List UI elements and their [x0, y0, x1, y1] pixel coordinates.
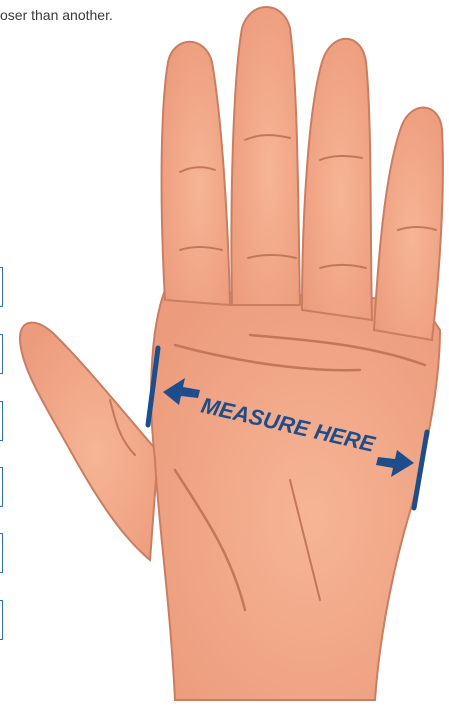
hand-icon: [20, 7, 443, 700]
